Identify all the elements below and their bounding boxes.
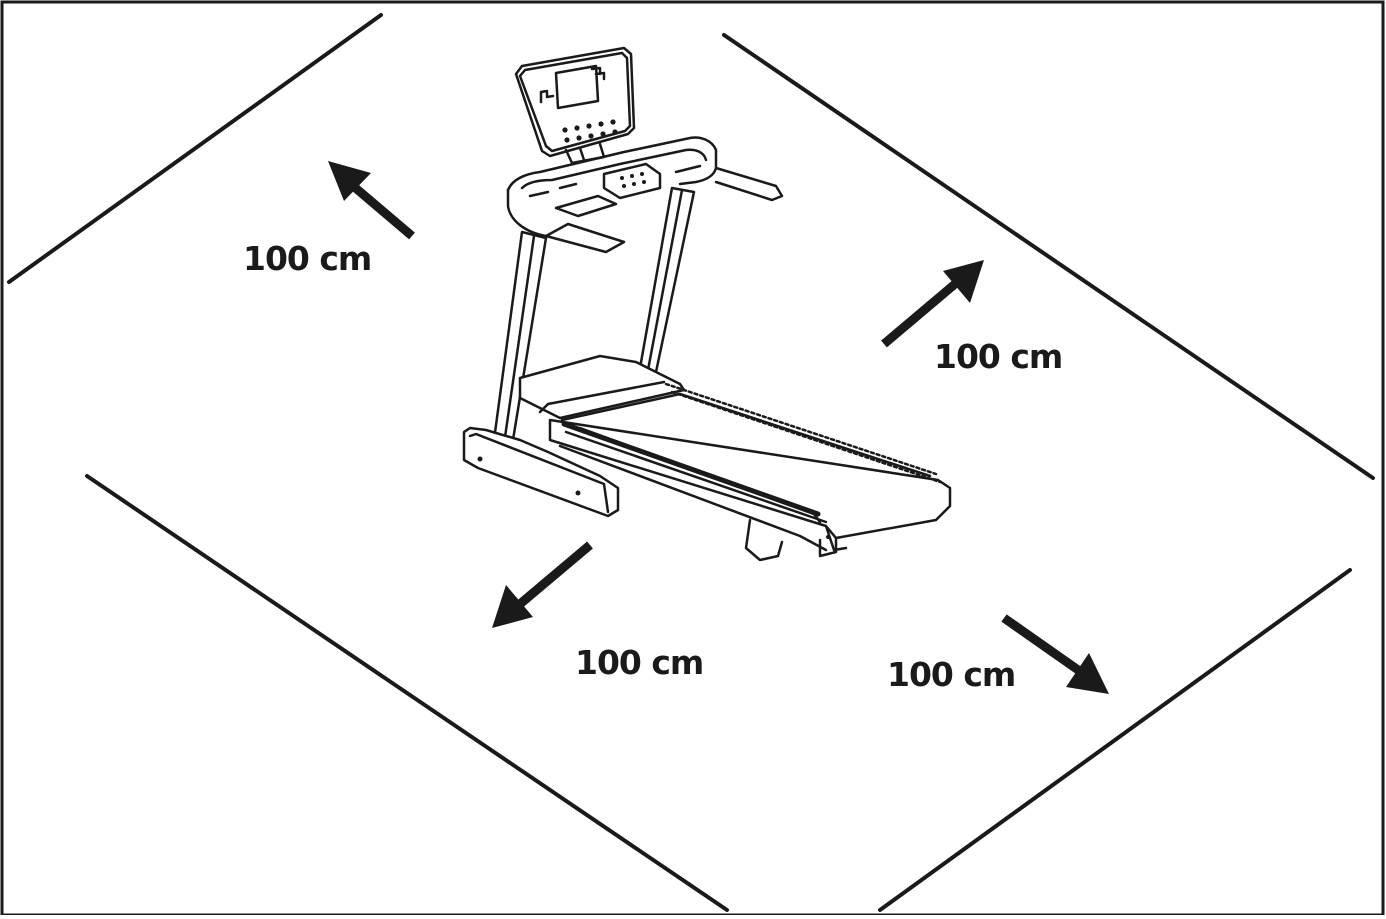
boundary-line-back-right	[722, 33, 1375, 480]
handlebar	[506, 136, 784, 254]
arrow-icon	[881, 260, 984, 348]
boundary-line-front-left	[85, 474, 729, 912]
clearance-boundary	[7, 13, 1375, 912]
uprights	[492, 186, 696, 448]
console-buttons	[562, 119, 618, 143]
clearance-label-back-left: 100 cm	[243, 239, 372, 278]
clearance-label-front-left: 100 cm	[575, 643, 704, 682]
arrow-icon	[492, 541, 593, 628]
treadmill-illustration	[462, 46, 952, 562]
arrows	[328, 161, 1109, 694]
arrow-icon	[328, 161, 415, 240]
arrow-icon	[1001, 614, 1109, 694]
clearance-label-back-right: 100 cm	[934, 337, 1063, 376]
treadmill-deck	[462, 354, 952, 562]
clearance-label-front-right: 100 cm	[887, 655, 1016, 694]
boundary-line-back-left	[7, 13, 383, 284]
boundary-line-front-right	[878, 568, 1352, 912]
console-screen	[554, 64, 600, 110]
console	[514, 46, 636, 165]
